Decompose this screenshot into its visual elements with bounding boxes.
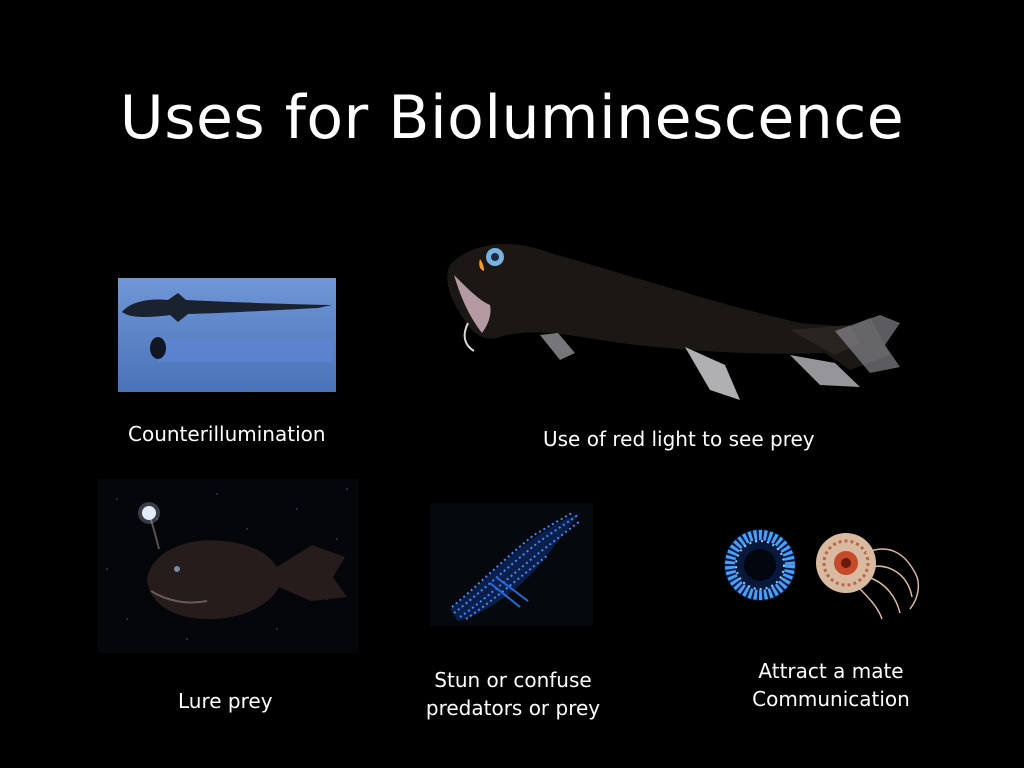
jellyfish-pair-icon <box>724 529 920 620</box>
caption-lure-prey: Lure prey <box>178 689 273 713</box>
caption-mate-line-2: Communication <box>752 687 910 711</box>
jellyfish-image <box>718 523 930 623</box>
caption-red-light: Use of red light to see prey <box>543 427 815 451</box>
caption-stun-line-1: Stun or confuse <box>434 668 592 692</box>
squid-image <box>430 503 593 626</box>
caption-counterillumination: Counterillumination <box>128 422 326 446</box>
counterillumination-image <box>118 278 336 392</box>
slide-title: Uses for Bioluminescence <box>119 83 905 153</box>
anglerfish-icon <box>97 479 358 653</box>
dragonfish-icon <box>447 243 900 400</box>
caption-stun-line-2: predators or prey <box>425 696 601 720</box>
caption-stun-confuse: Stun or confuse predators or prey <box>408 666 618 722</box>
glowing-squid-icon <box>430 503 593 626</box>
anglerfish-image <box>97 479 358 653</box>
caption-mate-line-1: Attract a mate <box>758 659 904 683</box>
dragonfish-image <box>440 235 910 410</box>
shark-silhouette-icon <box>118 278 336 392</box>
caption-attract-mate: Attract a mate Communication <box>728 657 934 713</box>
